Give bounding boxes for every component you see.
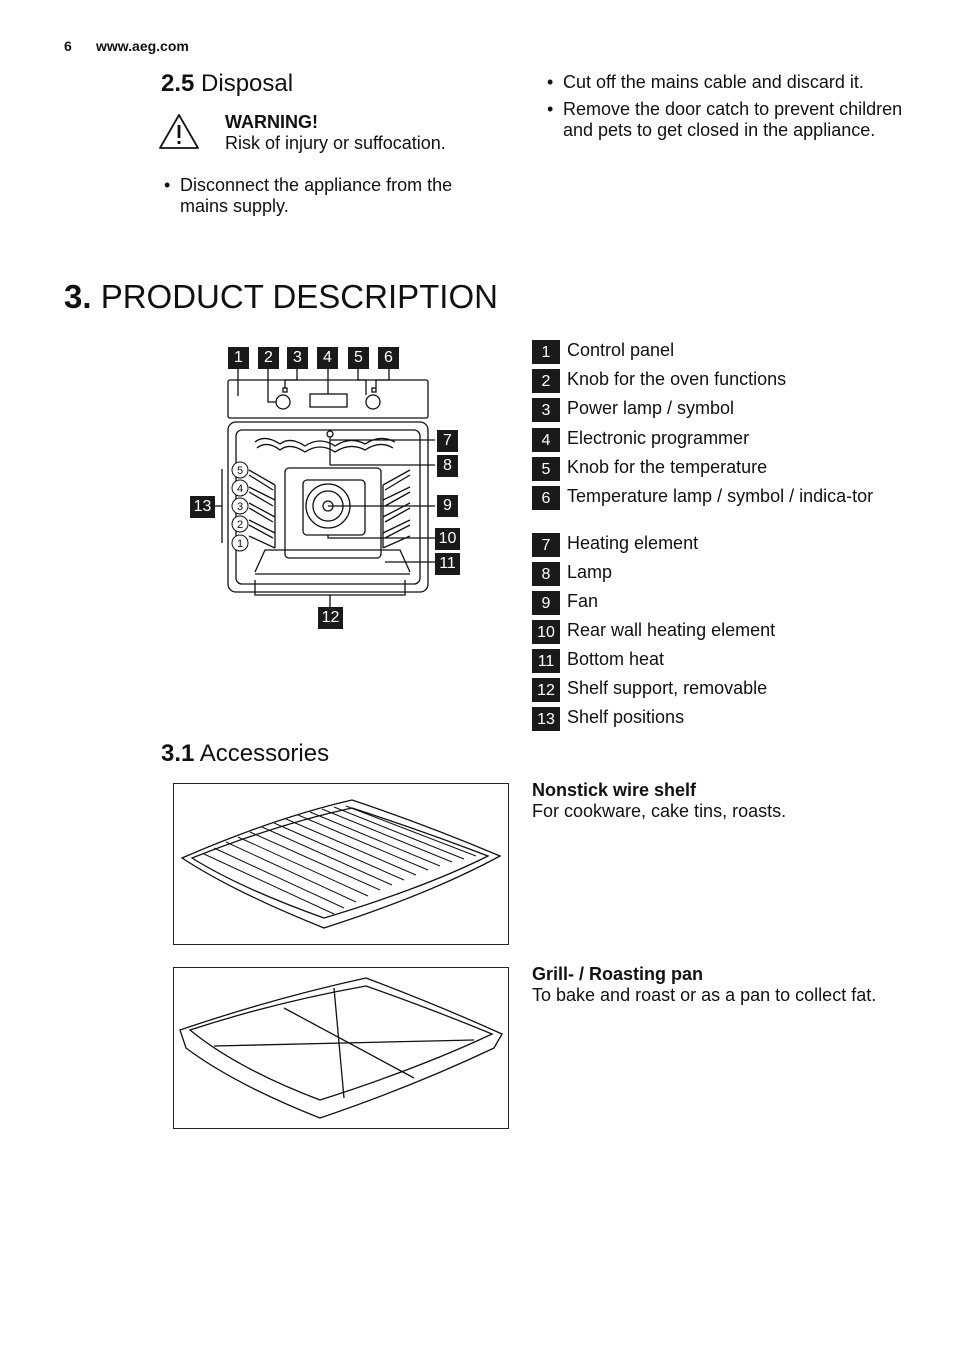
callout-8: 8 — [437, 455, 458, 477]
disposal-bullets-left: Disconnect the appliance from the mains … — [161, 175, 491, 223]
shelf-position-label: 1 — [237, 538, 243, 550]
accessories-title: Accessories — [199, 740, 330, 767]
disposal-title: Disposal — [201, 70, 294, 97]
legend-number: 8 — [532, 562, 560, 586]
legend-number: 5 — [532, 457, 560, 481]
callout-2: 2 — [258, 347, 279, 369]
legend-text: Lamp — [567, 562, 613, 582]
shelf-position-label: 2 — [237, 519, 243, 531]
shelf-support-left — [248, 469, 276, 549]
legend-text: Electronic programmer — [567, 428, 750, 448]
page-number: 6 — [64, 38, 72, 54]
callout-7: 7 — [437, 430, 458, 452]
accessories-number: 3.1 — [161, 740, 195, 767]
warning-icon — [159, 114, 199, 149]
wire-shelf-title: Nonstick wire shelf — [532, 780, 697, 800]
warning-block: WARNING! Risk of injury or suffocation. — [225, 112, 495, 154]
legend-number: 1 — [532, 340, 560, 364]
callout-13: 13 — [190, 496, 215, 518]
list-item: Disconnect the appliance from the mains … — [161, 175, 491, 217]
legend-number: 6 — [532, 486, 560, 510]
list-item: Cut off the mains cable and discard it. — [544, 72, 904, 93]
legend-text: Temperature lamp / symbol / indica-tor — [567, 486, 874, 506]
legend-number: 2 — [532, 369, 560, 393]
shelf-support-right — [382, 469, 411, 549]
heating-element-shape — [254, 437, 396, 447]
lamp-shape — [326, 430, 334, 438]
wire-shelf-desc: Nonstick wire shelf For cookware, cake t… — [532, 780, 892, 822]
legend-number: 13 — [532, 707, 560, 731]
oven-cavity-shape — [227, 421, 429, 593]
callout-4: 4 — [317, 347, 338, 369]
callout-9: 9 — [437, 495, 458, 517]
product-number: 3. — [64, 278, 92, 315]
roasting-pan-text: To bake and roast or as a pan to collect… — [532, 985, 877, 1005]
knob-temperature-shape — [365, 394, 381, 410]
bottom-heat-shape — [254, 549, 411, 573]
roasting-pan-desc: Grill- / Roasting pan To bake and roast … — [532, 964, 892, 1006]
warning-label: WARNING! — [225, 112, 318, 132]
legend-number: 11 — [532, 649, 560, 673]
legend-number: 10 — [532, 620, 560, 644]
callout-5: 5 — [348, 347, 369, 369]
legend-number: 12 — [532, 678, 560, 702]
legend-text: Bottom heat — [567, 649, 665, 669]
knob-functions-shape — [275, 394, 291, 410]
shelf-position-label: 4 — [237, 483, 243, 495]
legend-text: Fan — [567, 591, 599, 611]
legend-number: 9 — [532, 591, 560, 615]
callout-12: 12 — [318, 607, 343, 629]
list-item: Remove the door catch to prevent childre… — [544, 99, 904, 141]
oven-diagram: 5 4 3 2 1 — [215, 368, 435, 608]
disposal-bullets-right: Cut off the mains cable and discard it. … — [544, 72, 904, 147]
callout-3: 3 — [287, 347, 308, 369]
programmer-shape — [309, 393, 348, 408]
legend-text: Rear wall heating element — [567, 620, 776, 640]
accessories-heading: 3.1 Accessories — [161, 740, 329, 768]
legend-number: 4 — [532, 428, 560, 452]
product-title: PRODUCT DESCRIPTION — [100, 278, 498, 315]
callout-10: 10 — [435, 528, 460, 550]
legend-text: Heating element — [567, 533, 699, 553]
callout-11: 11 — [435, 553, 460, 575]
legend-text: Power lamp / symbol — [567, 398, 735, 418]
wire-shelf-image — [173, 783, 509, 945]
rear-wall-shape — [284, 467, 382, 559]
shelf-position-label: 5 — [237, 465, 243, 477]
header-url: www.aeg.com — [96, 38, 189, 54]
disposal-number: 2.5 — [161, 70, 195, 97]
legend-text: Knob for the temperature — [567, 457, 768, 477]
callout-1: 1 — [228, 347, 249, 369]
legend-text: Knob for the oven functions — [567, 369, 787, 389]
warning-text: Risk of injury or suffocation. — [225, 133, 446, 153]
roasting-pan-image — [173, 967, 509, 1129]
callout-6: 6 — [378, 347, 399, 369]
roasting-pan-title: Grill- / Roasting pan — [532, 964, 704, 984]
legend-text: Shelf support, removable — [567, 678, 768, 698]
legend-text: Shelf positions — [567, 707, 685, 727]
legend-number: 7 — [532, 533, 560, 557]
legend-number: 3 — [532, 398, 560, 422]
disposal-heading: 2.5 Disposal — [161, 70, 293, 98]
shelf-position-label: 3 — [237, 501, 243, 513]
wire-shelf-text: For cookware, cake tins, roasts. — [532, 801, 787, 821]
product-heading: 3. PRODUCT DESCRIPTION — [64, 278, 498, 316]
legend-text: Control panel — [567, 340, 675, 360]
